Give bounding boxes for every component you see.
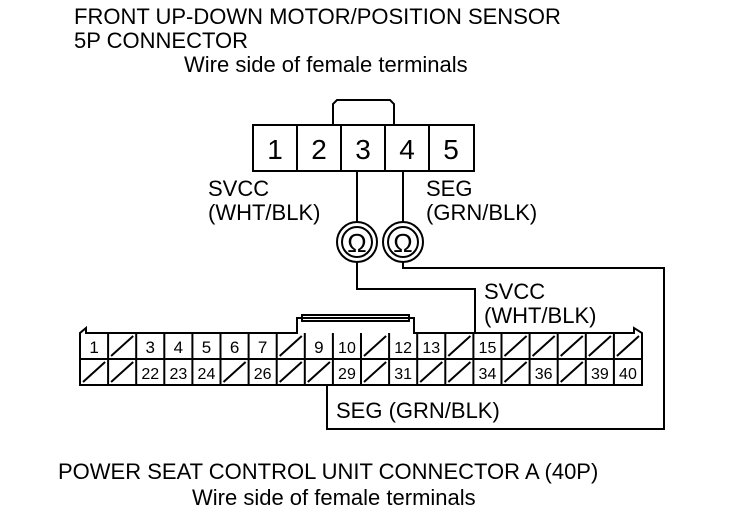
terminal-5: 5 (202, 338, 211, 357)
unused-terminal-slash (363, 361, 387, 383)
terminal-39: 39 (591, 366, 609, 383)
terminal-3: 3 (146, 338, 155, 357)
unused-terminal-slash (588, 335, 612, 357)
unused-terminal-slash (222, 361, 247, 383)
unused-terminal-slash (560, 335, 584, 357)
unused-terminal-slash (110, 361, 134, 383)
terminal-15: 15 (479, 340, 497, 357)
top-pin-5: 5 (443, 134, 459, 165)
unused-terminal-slash (279, 361, 303, 383)
ohm-icon: Ω (347, 228, 366, 258)
svcc-top-label-line1: SVCC (208, 176, 270, 201)
seg-bottom-label: SEG (GRN/BLK) (336, 398, 500, 423)
unused-terminal-slash (447, 361, 472, 383)
top-connector-subtitle: Wire side of female terminals (184, 52, 468, 77)
bottom-connector-title: POWER SEAT CONTROL UNIT CONNECTOR A (40P… (58, 459, 599, 484)
terminal-31: 31 (394, 366, 412, 383)
svcc-bottom-label-line1: SVCC (484, 279, 546, 304)
wires (326, 171, 665, 430)
unused-terminal-slash (503, 361, 528, 383)
top-connector-title-line2: 5P CONNECTOR (74, 28, 249, 53)
terminal-1: 1 (89, 338, 98, 357)
terminal-24: 24 (198, 366, 216, 383)
unused-terminal-slash (82, 361, 106, 383)
top-pin-3: 3 (355, 134, 371, 165)
terminal-22: 22 (141, 366, 159, 383)
terminal-9: 9 (314, 338, 323, 357)
top-pin-2: 2 (311, 134, 327, 165)
svcc-top-label-line2: (WHT/BLK) (208, 200, 321, 225)
top-pin-1: 1 (267, 134, 283, 165)
unused-terminal-slash (279, 335, 303, 357)
top-connector-title-line1: FRONT UP-DOWN MOTOR/POSITION SENSOR (74, 4, 561, 29)
terminal-7: 7 (258, 338, 267, 357)
seg-top-label-line2: (GRN/BLK) (426, 200, 538, 225)
unused-terminal-slash (560, 361, 584, 383)
unused-terminal-slash (419, 361, 443, 383)
terminal-6: 6 (230, 338, 239, 357)
terminal-40: 40 (619, 366, 637, 383)
ohmmeter-svcc[interactable]: Ω (336, 221, 378, 263)
unused-terminal-slash (447, 335, 472, 357)
wire-meter-to-pin29 (326, 262, 665, 430)
terminal-36: 36 (535, 366, 553, 383)
terminal-23: 23 (169, 366, 187, 383)
terminal-34: 34 (479, 366, 497, 383)
terminal-4: 4 (174, 338, 183, 357)
ohmmeter-seg[interactable]: Ω (382, 221, 424, 263)
top-connector-housing (252, 99, 475, 172)
unused-terminal-slash (307, 361, 331, 383)
terminal-26: 26 (254, 366, 272, 383)
svcc-bottom-label-line2: (WHT/BLK) (484, 303, 597, 328)
bottom-connector-subtitle: Wire side of female terminals (192, 485, 476, 510)
top-pin-4: 4 (399, 134, 415, 165)
unused-terminal-slash (616, 335, 640, 357)
terminal-10: 10 (338, 340, 356, 357)
wire-meter-to-pin15 (356, 262, 476, 333)
unused-terminal-slash (531, 335, 556, 357)
unused-terminal-slash (110, 335, 134, 357)
terminal-29: 29 (338, 366, 356, 383)
terminal-13: 13 (422, 340, 440, 357)
ohm-icon: Ω (393, 228, 412, 258)
seg-top-label-line1: SEG (426, 176, 473, 201)
connector-latch (332, 99, 395, 125)
terminal-12: 12 (394, 340, 412, 357)
unused-terminal-slash (503, 335, 528, 357)
unused-terminal-slash (363, 335, 387, 357)
